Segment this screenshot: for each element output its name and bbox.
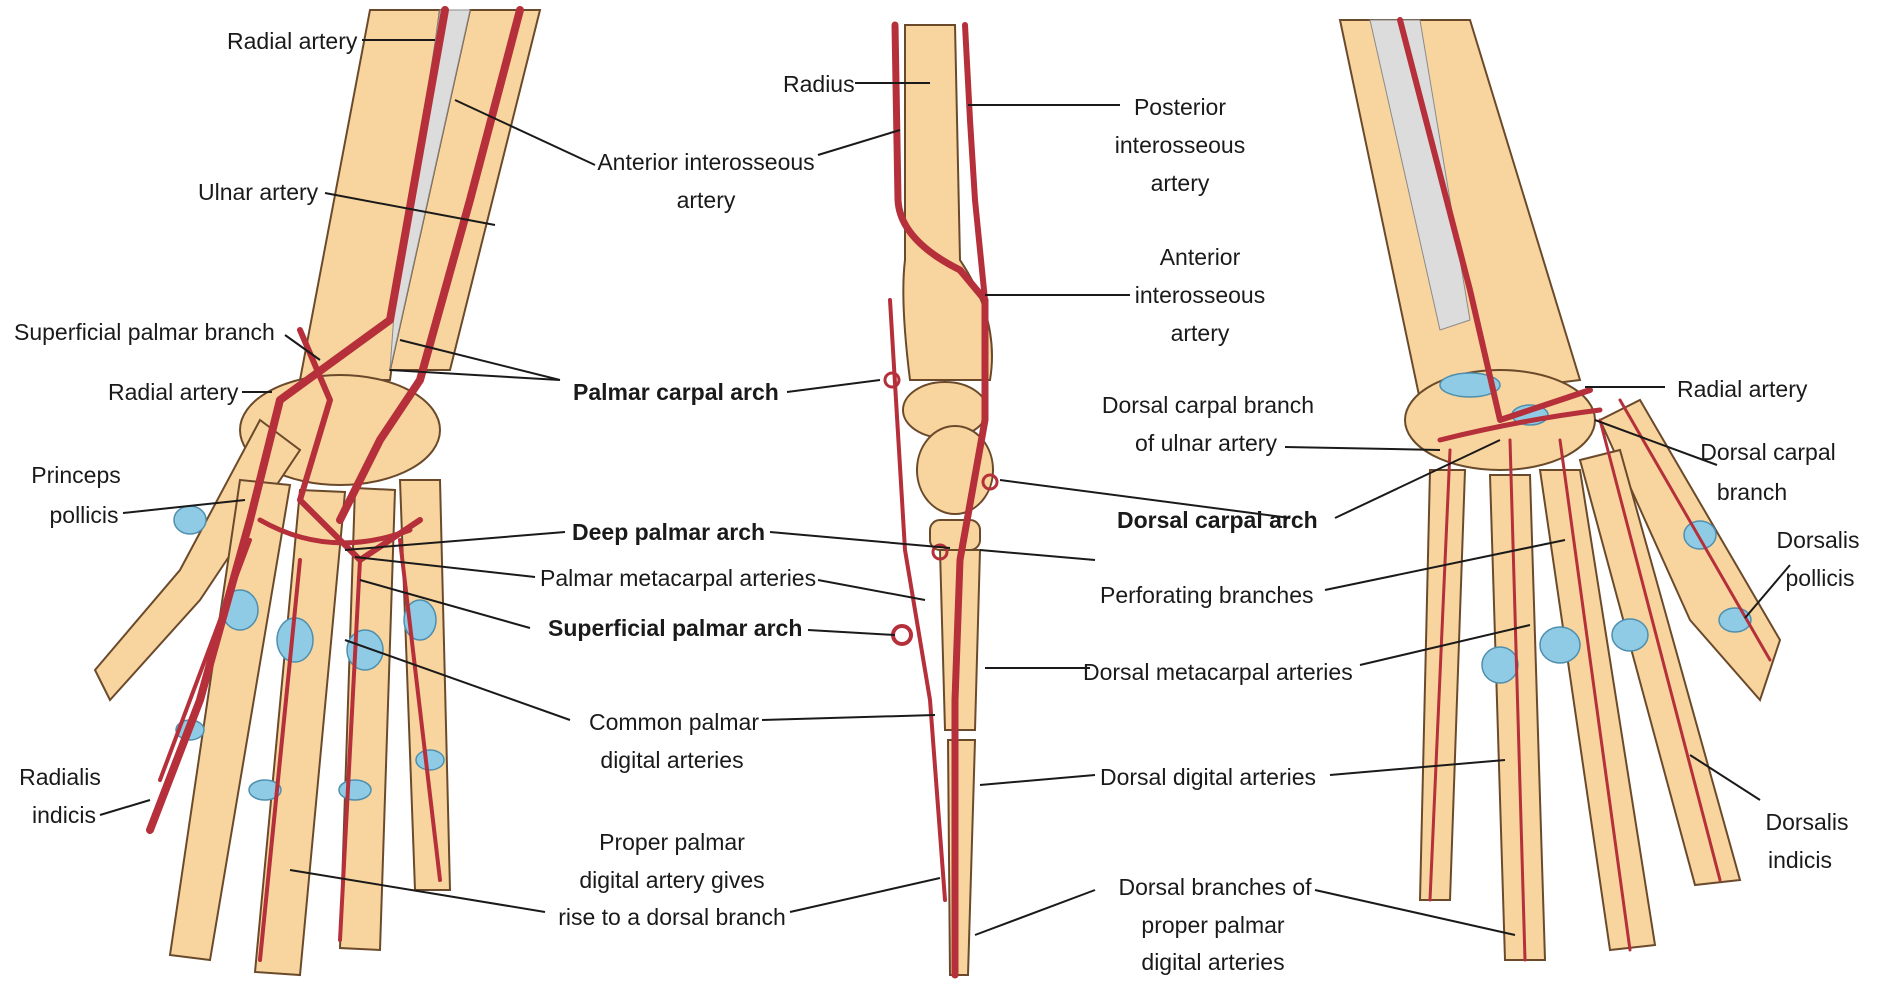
label-proper-palmar-digital-3: rise to a dorsal branch <box>558 904 786 930</box>
label-posterior-interosseous-3: artery <box>1151 170 1210 196</box>
label-dorsalis-pollicis-2: pollicis <box>1785 565 1854 591</box>
label-radius: Radius <box>783 71 855 97</box>
label-anterior-interosseous-right-3: artery <box>1171 320 1230 346</box>
label-anterior-interosseous-left-2: artery <box>677 187 736 213</box>
label-palmar-metacarpal-arteries: Palmar metacarpal arteries <box>540 565 816 591</box>
label-posterior-interosseous-1: Posterior <box>1134 94 1226 120</box>
label-posterior-interosseous-2: interosseous <box>1115 132 1245 158</box>
label-dorsal-carpal-branch-1: Dorsal carpal <box>1700 439 1836 465</box>
label-radial-artery-right: Radial artery <box>1677 376 1808 402</box>
label-superficial-palmar-arch: Superficial palmar arch <box>548 615 802 641</box>
label-anterior-interosseous-right-2: interosseous <box>1135 282 1265 308</box>
label-radial-artery-wrist: Radial artery <box>108 379 239 405</box>
forearm-right <box>1340 20 1580 400</box>
label-common-palmar-digital-2: digital arteries <box>600 747 743 773</box>
palmar-view-illustration <box>95 10 540 975</box>
label-deep-palmar-arch: Deep palmar arch <box>572 519 765 545</box>
posterior-interosseous-artery-center <box>965 25 985 300</box>
joint-cartilage <box>347 630 383 670</box>
little-finger-right <box>1420 470 1465 900</box>
label-dorsal-carpal-branch-2: branch <box>1717 479 1787 505</box>
label-dorsal-carpal-branch-ulnar-2: of ulnar artery <box>1135 430 1277 456</box>
joint-cartilage <box>416 750 444 770</box>
label-anterior-interosseous-right-1: Anterior <box>1160 244 1241 270</box>
label-radialis-indicis-2: indicis <box>32 802 96 828</box>
label-radialis-indicis-1: Radialis <box>19 764 101 790</box>
label-dorsalis-indicis-1: Dorsalis <box>1765 809 1848 835</box>
label-perforating-branches: Perforating branches <box>1100 582 1314 608</box>
lateral-view-illustration <box>885 25 997 975</box>
label-radial-artery-top: Radial artery <box>227 28 358 54</box>
label-dorsal-branches-proper-1: Dorsal branches of <box>1118 874 1312 900</box>
label-superficial-palmar-branch: Superficial palmar branch <box>14 319 275 345</box>
label-dorsal-digital-arteries: Dorsal digital arteries <box>1100 764 1316 790</box>
label-dorsal-branches-proper-2: proper palmar <box>1141 912 1285 938</box>
dorsal-view-illustration <box>1340 20 1780 960</box>
joint-cartilage <box>1540 627 1580 663</box>
label-ulnar-artery: Ulnar artery <box>198 179 319 205</box>
joint-cartilage <box>174 506 206 534</box>
radius-bone-center <box>903 25 992 380</box>
label-dorsalis-pollicis-1: Dorsalis <box>1776 527 1859 553</box>
label-dorsal-carpal-arch: Dorsal carpal arch <box>1117 507 1318 533</box>
label-common-palmar-digital-1: Common palmar <box>589 709 759 735</box>
superficial-arch-cross-section <box>893 626 911 644</box>
joint-cartilage <box>1684 521 1716 549</box>
label-anterior-interosseous-left-1: Anterior interosseous <box>597 149 814 175</box>
label-dorsal-metacarpal-arteries: Dorsal metacarpal arteries <box>1083 659 1353 685</box>
label-palmar-carpal-arch: Palmar carpal arch <box>573 379 779 405</box>
label-proper-palmar-digital-1: Proper palmar <box>599 829 745 855</box>
joint-cartilage <box>1612 619 1648 651</box>
label-dorsal-carpal-branch-ulnar-1: Dorsal carpal branch <box>1102 392 1314 418</box>
label-dorsal-branches-proper-3: digital arteries <box>1141 949 1284 975</box>
joint-cartilage <box>339 780 371 800</box>
label-proper-palmar-digital-2: digital artery gives <box>579 867 764 893</box>
label-princeps-pollicis-1: Princeps <box>31 462 120 488</box>
joint-cartilage <box>1482 647 1518 683</box>
label-dorsalis-indicis-2: indicis <box>1768 847 1832 873</box>
palmar-carpal-arch-cross-section <box>885 373 899 387</box>
label-princeps-pollicis-2: pollicis <box>49 502 118 528</box>
